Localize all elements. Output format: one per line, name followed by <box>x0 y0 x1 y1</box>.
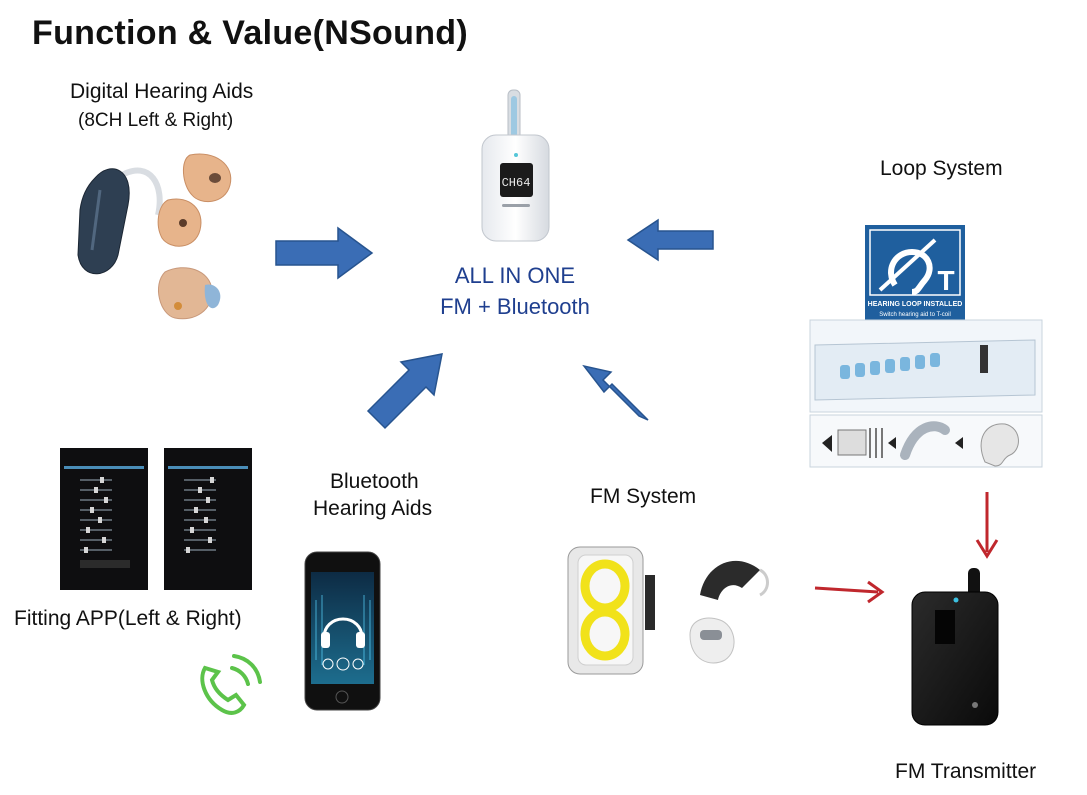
arrow-bluetooth-to-center <box>366 353 443 430</box>
arrow-transmitter-to-fm <box>814 580 885 604</box>
fm-system-label: FM System <box>590 485 697 508</box>
ear-icon <box>980 423 1019 467</box>
fm-transmitter-image <box>911 568 999 726</box>
fm-receiver-image <box>567 546 655 675</box>
t-coil-sign-icon: T <box>937 265 954 296</box>
loop-system-room-illustration <box>809 319 1043 468</box>
loop-sign-line1: HEARING LOOP INSTALLED <box>868 301 963 308</box>
fm-transmitter-label: FM Transmitter <box>895 760 1037 783</box>
all-in-one-device: CH64 <box>481 89 550 242</box>
bte-hearing-aid-image <box>689 560 769 664</box>
page-title: Function & Value(NSound) <box>32 14 468 52</box>
bluetooth-label-line2: Hearing Aids <box>313 497 433 520</box>
phone-call-icon <box>200 654 262 715</box>
digital-hearing-aids-sublabel: (8CH Left & Right) <box>78 110 234 131</box>
arrow-fm-to-center <box>582 364 649 421</box>
loop-system-sign: T HEARING LOOP INSTALLED Switch hearing … <box>865 225 965 321</box>
fitting-app-label: Fitting APP(Left & Right) <box>14 607 242 630</box>
digital-hearing-aids-image <box>77 153 232 320</box>
fitting-app-screen-left <box>60 448 148 590</box>
device-display: CH64 <box>502 176 531 190</box>
arrow-hearing-aids-to-center <box>275 226 374 280</box>
arrow-loop-to-center <box>626 218 714 262</box>
digital-hearing-aids-label: Digital Hearing Aids <box>70 80 254 103</box>
center-label-line1: ALL IN ONE <box>454 263 576 288</box>
bluetooth-label-line1: Bluetooth <box>330 470 419 493</box>
arrow-loop-to-transmitter <box>975 492 999 559</box>
fitting-app-screen-right <box>164 448 252 590</box>
loop-system-label: Loop System <box>880 157 1003 180</box>
loop-sign-line2: Switch hearing aid to T-coil <box>879 312 951 318</box>
headphones-icon <box>321 617 365 648</box>
bluetooth-phone-image <box>304 551 381 711</box>
center-label-line2: FM + Bluetooth <box>440 294 590 319</box>
